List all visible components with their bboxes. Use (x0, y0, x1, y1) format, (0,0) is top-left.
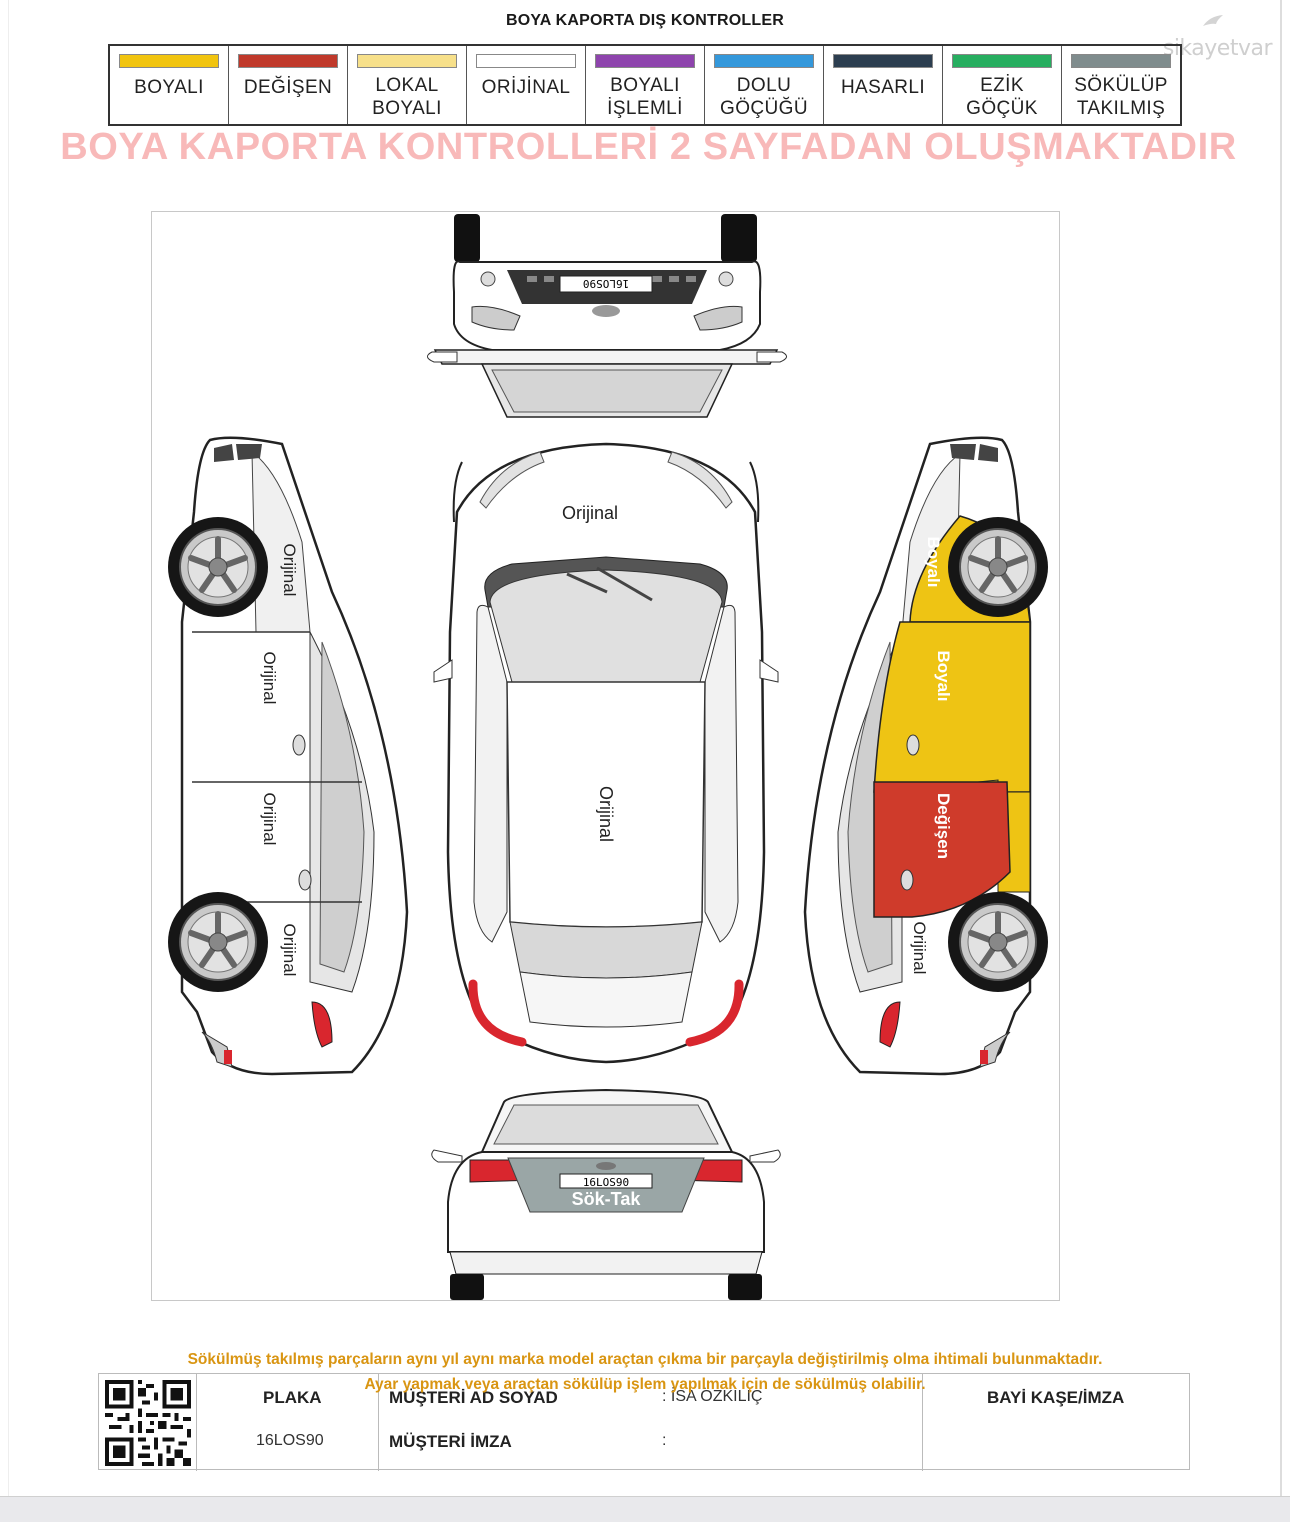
legend-item: LOKAL BOYALI (348, 46, 467, 124)
right-front-door-label: Boyalı (934, 650, 953, 701)
legend-swatch (595, 54, 695, 68)
legend-label: LOKAL BOYALI (372, 75, 442, 119)
legend-item: BOYALI (110, 46, 229, 124)
two-page-notice: BOYA KAPORTA KONTROLLERİ 2 SAYFADAN OLUŞ… (60, 126, 1237, 168)
top-roof-label: Orijinal (596, 786, 616, 842)
legend-item: HASARLI (824, 46, 943, 124)
legend-label: EZİK GÖÇÜK (966, 75, 1038, 119)
legend-item: BOYALI İŞLEMLİ (586, 46, 705, 124)
legend-item: DEĞİŞEN (229, 46, 348, 124)
legend-label: SÖKÜLÜP TAKILMIŞ (1074, 75, 1168, 119)
document-title: BOYA KAPORTA DIŞ KONTROLLER (505, 12, 784, 29)
right-front-fender-label: Boyalı (924, 536, 943, 587)
left-front-fender-label: Orijinal (280, 544, 299, 597)
disclaimer-line-2: Ayar yapmak veya araçtan sökülüp işlem y… (364, 1376, 926, 1393)
dealer-stamp-label: BAYİ KAŞE/İMZA (987, 1388, 1125, 1407)
bird-icon (1203, 15, 1223, 26)
legend-swatch (119, 54, 219, 68)
legend-swatch (952, 54, 1052, 68)
customer-name-label: MÜŞTERİ AD SOYAD (389, 1388, 558, 1407)
page-frame (8, 0, 1282, 1500)
customer-sign-label: MÜŞTERİ İMZA (389, 1432, 512, 1451)
top-view: Orijinal Orijinal (433, 442, 779, 1064)
legend-label: DOLU GÖÇÜĞÜ (720, 75, 808, 119)
rear-trunk-label: Sök-Tak (572, 1189, 642, 1209)
legend-item: SÖKÜLÜP TAKILMIŞ (1062, 46, 1180, 124)
customer-sign-value: : (662, 1432, 667, 1449)
front-view: 16LOS90 (427, 214, 787, 418)
rear-plate-text: 16LOS90 (583, 1176, 629, 1189)
left-rear-door-label: Orijinal (260, 793, 279, 846)
top-hood-label: Orijinal (562, 503, 618, 523)
disclaimer-line-1: Sökülmüş takılmış parçaların aynı yıl ay… (187, 1351, 1103, 1368)
color-legend: BOYALI DEĞİŞEN LOKAL BOYALI ORİJİNAL BOYALI … (108, 44, 1182, 126)
viewer-bottom-bar (0, 1496, 1290, 1522)
right-rear-door-label: Değişen (934, 793, 953, 859)
legend-swatch (1071, 54, 1171, 68)
legend-item: EZİK GÖÇÜK (943, 46, 1062, 124)
rear-view: 16LOS90 Sök-Tak (431, 1088, 781, 1300)
legend-swatch (357, 54, 457, 68)
legend-swatch (238, 54, 338, 68)
car-views-svg: 16LOS90 (152, 214, 1061, 1300)
car-damage-diagram: 16LOS90 (151, 211, 1060, 1301)
customer-name-value: : İSA ÖZKILIÇ (662, 1388, 763, 1405)
legend-label: ORİJİNAL (481, 77, 571, 98)
legend-label: BOYALI (134, 77, 204, 98)
footer-table: PLAKA 16LOS90 MÜŞTERİ AD SOYAD : İSA ÖZK… (98, 1373, 1190, 1471)
left-rear-fender-label: Orijinal (280, 924, 299, 977)
legend-swatch (476, 54, 576, 68)
legend-swatch (714, 54, 814, 68)
right-rear-fender-label: Orijinal (910, 922, 929, 975)
plaka-label: PLAKA (263, 1388, 322, 1407)
legend-item: DOLU GÖÇÜĞÜ (705, 46, 824, 124)
plaka-value: 16LOS90 (256, 1432, 324, 1449)
left-side-view: Orijinal Orijinal Orijinal Orijinal (168, 436, 409, 1076)
legend-label: DEĞİŞEN (243, 77, 333, 98)
legend-swatch (833, 54, 933, 68)
qr-code-icon (105, 1380, 191, 1466)
legend-label: BOYALI İŞLEMLİ (607, 75, 683, 119)
legend-item: ORİJİNAL (467, 46, 586, 124)
front-plate-text: 16LOS90 (583, 277, 629, 290)
right-side-view: Boyalı Boyalı Değişen Orijinal (803, 436, 1048, 1076)
legend-label: HASARLI (840, 77, 926, 98)
left-front-door-label: Orijinal (260, 652, 279, 705)
